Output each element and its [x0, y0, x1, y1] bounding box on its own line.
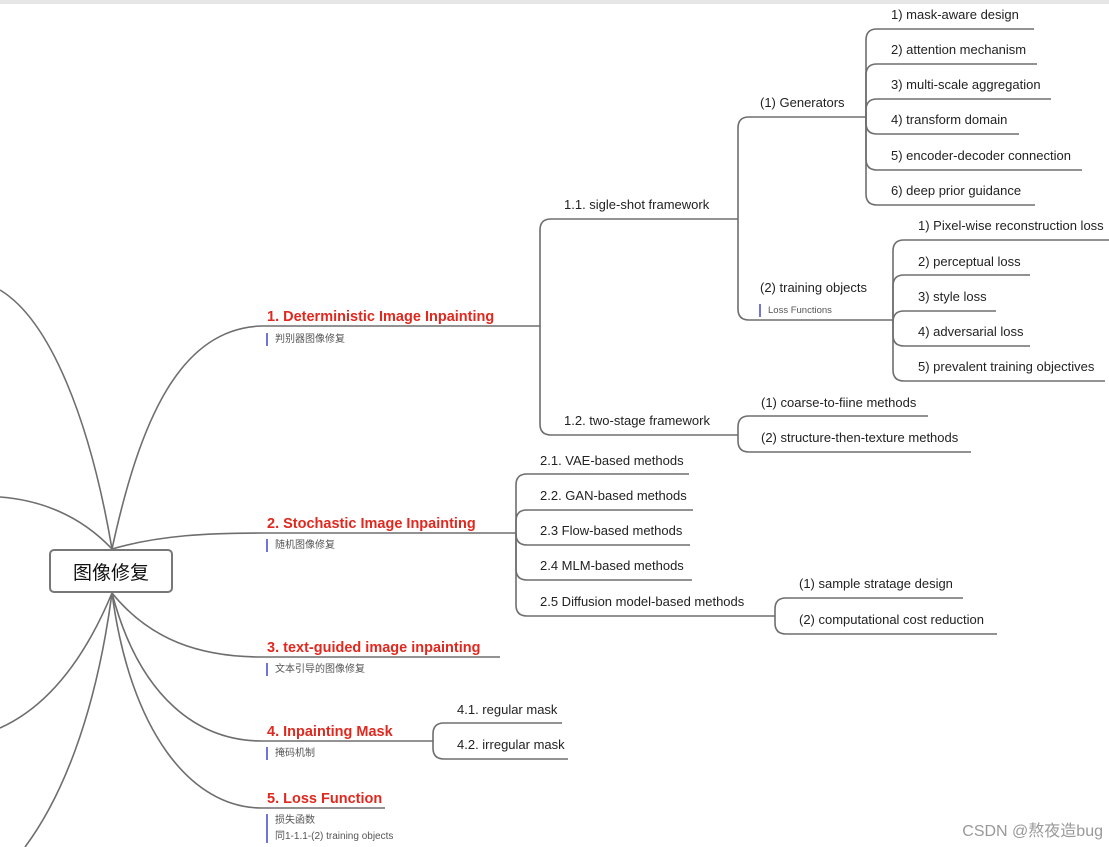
two-stage-item-1[interactable]: (1) coarse-to-fiine methods — [761, 395, 917, 410]
diffusion-item-2[interactable]: (2) computational cost reduction — [799, 612, 984, 627]
generators-item-2[interactable]: 2) attention mechanism — [891, 42, 1027, 57]
connector-root-topic1 — [111, 325, 519, 550]
topic-stochastic-title[interactable]: 2. Stochastic Image Inpainting — [267, 516, 476, 532]
connector-root-topic2 — [111, 532, 497, 550]
mask-item-regular[interactable]: 4.1. regular mask — [457, 702, 558, 717]
topic-text-guided-title[interactable]: 3. text-guided image inpainting — [267, 640, 481, 656]
topic-stochastic-note: 随机图像修复 — [266, 539, 335, 552]
diffusion-item-1[interactable]: (1) sample stratage design — [799, 576, 953, 591]
topic-deterministic-note: 判别器图像修复 — [266, 333, 345, 346]
stochastic-item-mlm[interactable]: 2.4 MLM-based methods — [540, 558, 684, 573]
stochastic-item-vae[interactable]: 2.1. VAE-based methods — [540, 453, 684, 468]
training-item-5[interactable]: 5) prevalent training objectives — [918, 359, 1095, 374]
topic-text-guided-note: 文本引导的图像修复 — [266, 663, 365, 676]
node-generators[interactable]: (1) Generators — [760, 95, 845, 110]
connector-root-topic5 — [111, 592, 385, 809]
training-item-4[interactable]: 4) adversarial loss — [918, 324, 1024, 339]
stochastic-item-gan[interactable]: 2.2. GAN-based methods — [540, 488, 687, 503]
training-item-1[interactable]: 1) Pixel-wise reconstruction loss — [918, 218, 1104, 233]
connector-root-left-1 — [0, 289, 113, 550]
topic-loss-note-1: 损失函数 — [275, 815, 315, 826]
topic-loss-title[interactable]: 5. Loss Function — [267, 791, 383, 807]
node-single-shot[interactable]: 1.1. sigle-shot framework — [564, 197, 710, 212]
connector-root-left-4 — [24, 592, 113, 847]
stochastic-item-flow[interactable]: 2.3 Flow-based methods — [540, 523, 683, 538]
connector-1.1-to-training — [737, 219, 893, 321]
connector-root-topic4 — [111, 592, 410, 742]
generators-item-6[interactable]: 6) deep prior guidance — [891, 183, 1022, 198]
stochastic-item-diffusion[interactable]: 2.5 Diffusion model-based methods — [540, 594, 745, 609]
connector-root-left-3 — [0, 592, 113, 729]
topic-loss-note-bar — [266, 814, 268, 843]
connector-1.1-to-generators — [737, 116, 866, 219]
two-stage-item-2[interactable]: (2) structure-then-texture methods — [761, 430, 959, 445]
connector-1-to-1.2 — [539, 326, 738, 436]
topic-deterministic-title[interactable]: 1. Deterministic Image Inpainting — [267, 309, 495, 325]
root-node[interactable]: 图像修复 — [49, 549, 173, 593]
watermark: CSDN @熬夜造bug — [962, 823, 1103, 840]
generators-item-1[interactable]: 1) mask-aware design — [891, 7, 1019, 22]
topic-mask-note: 掩码机制 — [266, 747, 315, 760]
training-item-2[interactable]: 2) perceptual loss — [918, 254, 1021, 269]
training-objects-note: Loss Functions — [759, 304, 832, 317]
connector-root-topic3 — [111, 592, 500, 658]
generators-item-4[interactable]: 4) transform domain — [891, 112, 1008, 127]
mask-item-irregular[interactable]: 4.2. irregular mask — [457, 737, 565, 752]
topic-loss-note-2: 同1-1.1-(2) training objects — [275, 831, 394, 842]
connector-root-left-2 — [0, 496, 113, 550]
node-training-objects[interactable]: (2) training objects — [760, 280, 867, 295]
node-two-stage[interactable]: 1.2. two-stage framework — [564, 413, 710, 428]
connector-1-to-1.1 — [519, 218, 738, 327]
generators-item-3[interactable]: 3) multi-scale aggregation — [891, 77, 1041, 92]
training-item-3[interactable]: 3) style loss — [918, 289, 987, 304]
window-top-border — [0, 0, 1109, 4]
topic-mask-title[interactable]: 4. Inpainting Mask — [267, 724, 393, 740]
generators-item-5[interactable]: 5) encoder-decoder connection — [891, 148, 1071, 163]
